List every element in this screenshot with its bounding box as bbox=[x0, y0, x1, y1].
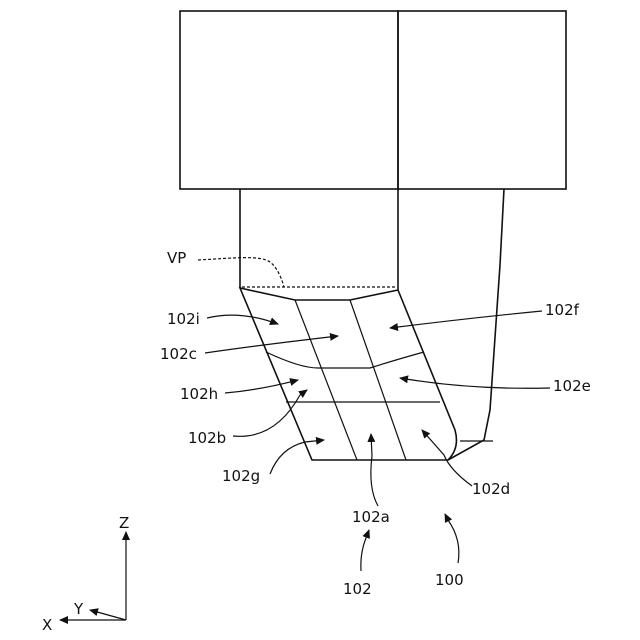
tip-outline bbox=[240, 288, 456, 460]
leader-102d bbox=[422, 430, 472, 486]
label-102d: 102d bbox=[472, 480, 510, 498]
label-102g: 102g bbox=[222, 467, 260, 485]
label-vp: VP bbox=[167, 249, 186, 267]
label-102f: 102f bbox=[545, 301, 580, 319]
label-102b: 102b bbox=[188, 429, 226, 447]
label-102a: 102a bbox=[352, 508, 390, 526]
shank-right-edge bbox=[448, 189, 504, 460]
grid-row-upper bbox=[266, 352, 424, 368]
axis-y bbox=[90, 610, 126, 620]
grid-vertical-right bbox=[350, 300, 406, 460]
label-100: 100 bbox=[435, 571, 464, 589]
axis-label-x: X bbox=[42, 616, 52, 634]
leader-102h bbox=[225, 380, 298, 393]
upper-block-left bbox=[180, 11, 398, 189]
leader-102b bbox=[233, 390, 307, 436]
grid-vertical-left bbox=[295, 300, 357, 460]
label-102i: 102i bbox=[167, 310, 200, 328]
vp-leader bbox=[198, 258, 284, 287]
axis-label-y: Y bbox=[73, 600, 84, 618]
leader-102g bbox=[270, 440, 324, 474]
leader-100 bbox=[445, 514, 459, 563]
label-102h: 102h bbox=[180, 385, 218, 403]
leader-102e bbox=[400, 378, 550, 388]
leader-102f bbox=[390, 311, 542, 328]
leader-102 bbox=[361, 530, 369, 571]
upper-block-right bbox=[398, 11, 566, 189]
leader-102a bbox=[371, 434, 378, 506]
leader-102i bbox=[207, 315, 278, 324]
leader-102c bbox=[205, 336, 338, 353]
label-102: 102 bbox=[343, 580, 372, 598]
label-102e: 102e bbox=[553, 377, 591, 395]
axis-label-z: Z bbox=[119, 514, 129, 532]
label-102c: 102c bbox=[160, 345, 197, 363]
